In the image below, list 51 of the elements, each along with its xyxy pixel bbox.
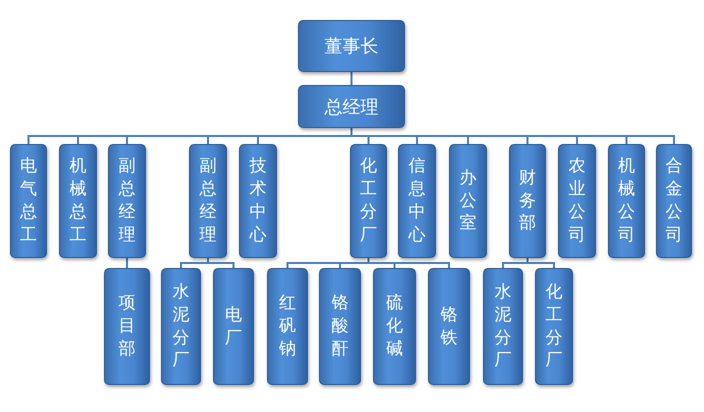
connector-line [368,258,450,268]
box-label: 电气总工 [20,155,37,247]
box-label: 化工分厂 [546,280,562,372]
box-label: 水泥分厂 [172,280,190,372]
org-box [59,144,97,258]
box-label: 合金公司 [666,155,682,247]
org-box [449,144,487,258]
org-box [558,144,596,258]
org-box [319,268,361,385]
box-label: 技术中心 [250,155,266,247]
org-box [108,144,146,258]
box-label: 机械公司 [618,155,635,247]
box-label: 总经理 [324,96,378,118]
org-box [398,144,436,258]
box-label: 副总经理 [118,155,136,247]
box-label: 铬铁 [440,304,458,350]
org-box [509,144,546,258]
org-box [104,268,150,385]
org-box [608,144,645,258]
box-label: 电厂 [225,304,242,350]
connector-line [526,258,555,268]
org-box [483,268,523,385]
org-box [239,144,277,258]
box-label: 硫化碱 [386,292,403,361]
box-label: 项目部 [118,292,136,361]
org-box [189,144,227,258]
org-box [656,144,692,258]
org-box [213,268,254,385]
org-box [10,144,47,258]
box-label: 机械总工 [70,155,86,247]
connector-line [207,258,234,268]
box-label: 化工分厂 [360,155,377,247]
box-label: 办公室 [460,166,476,236]
box-label: 副总经理 [200,155,216,247]
org-box [535,268,573,385]
org-box [350,144,387,258]
box-label: 铬酸酐 [332,292,348,361]
org-box [267,268,308,385]
org-box [298,20,405,72]
connector-line [126,258,128,268]
org-box [298,85,405,128]
org-box [161,268,201,385]
org-box [373,268,416,385]
box-label: 董事长 [324,35,378,58]
box-label: 信息中心 [408,155,426,247]
box-label: 财务部 [519,166,536,236]
org-box [428,268,470,385]
box-label: 农业公司 [568,155,586,247]
box-label: 水泥分厂 [494,280,512,372]
connector-line [350,72,352,85]
box-label: 红矾钠 [279,292,296,361]
